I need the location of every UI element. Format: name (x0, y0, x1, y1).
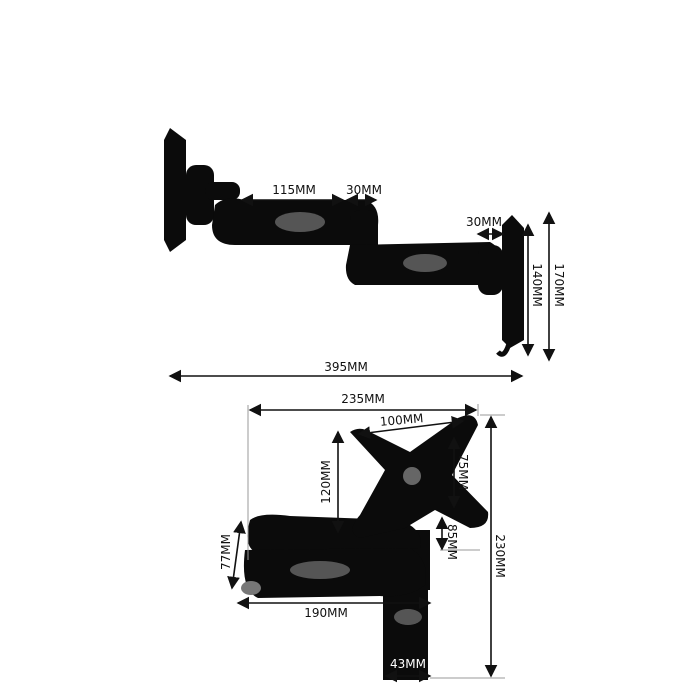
hook (496, 339, 513, 357)
dim-120mm: 120MM (319, 460, 333, 504)
top-view-dimensions: 235MM 100MM 75MM 120MM 85MM 230MM 77MM 1… (219, 392, 507, 683)
dim-77mm: 77MM (219, 534, 233, 570)
dim-100mm: 100MM (379, 411, 424, 429)
dim-30mm-arm2: 30MM (466, 215, 502, 229)
dim-235mm: 235MM (341, 392, 385, 406)
side-view-bracket (164, 128, 524, 357)
dim-85mm: 85MM (445, 524, 459, 560)
dim-140mm: 140MM (530, 263, 544, 307)
dim-230mm: 230MM (493, 534, 507, 578)
dim-395mm: 395MM (324, 360, 368, 374)
dim-190mm: 190MM (304, 606, 348, 620)
wall-plate-side (502, 215, 524, 348)
tilt-joint (186, 165, 214, 225)
elbow-joint (350, 210, 378, 255)
dim-115mm: 115MM (272, 183, 316, 197)
dim-75mm: 75MM (456, 454, 470, 490)
dim-30mm-arm1: 30MM (346, 183, 382, 197)
vesa-plate-side (164, 128, 186, 252)
side-view-dimensions: 115MM 30MM 30MM 140MM 170MM 395MM (168, 183, 566, 383)
dim-43mm: 43MM (390, 657, 426, 671)
dim-170mm: 170MM (552, 263, 566, 307)
